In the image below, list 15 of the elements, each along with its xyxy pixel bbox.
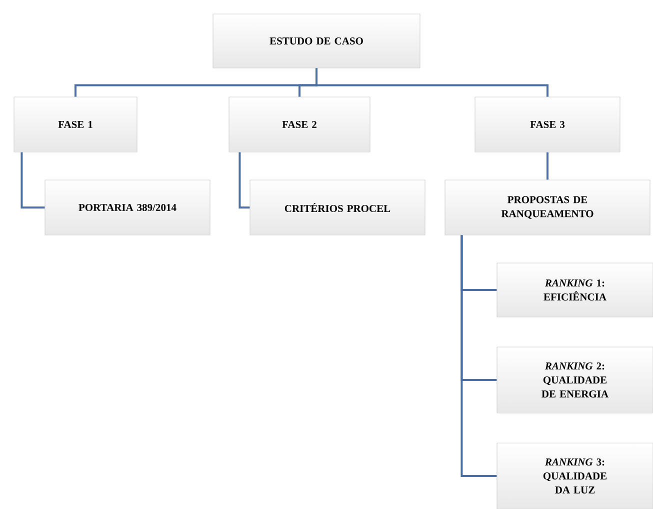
process-box: RANKING 3: QUALIDADE DA LUZ bbox=[496, 442, 653, 509]
process-box: PROPOSTAS DE RANQUEAMENTO bbox=[444, 180, 650, 236]
process-box: PORTARIA 389/2014 bbox=[44, 180, 210, 236]
connector-line bbox=[316, 68, 548, 97]
connector-line bbox=[20, 152, 45, 208]
connector-line bbox=[460, 235, 497, 477]
process-box: FASE 1 bbox=[14, 96, 138, 152]
process-box: FASE 2 bbox=[228, 96, 370, 152]
process-box: FASE 3 bbox=[474, 96, 620, 152]
process-box: RANKING 1: EFICIÊNCIA bbox=[496, 262, 653, 318]
connector-line bbox=[546, 152, 548, 180]
process-box: ESTUDO DE CASO bbox=[212, 14, 420, 68]
process-box: RANKING 2: QUALIDADE DE ENERGIA bbox=[496, 346, 653, 414]
connector-line bbox=[238, 152, 250, 208]
process-box: CRITÉRIOS PROCEL bbox=[250, 180, 426, 236]
